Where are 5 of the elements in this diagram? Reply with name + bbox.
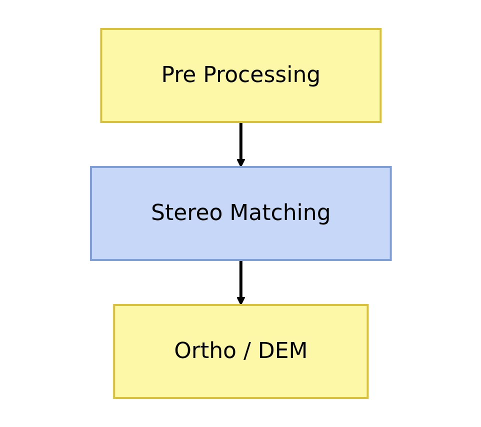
node-box: Ortho / DEM [112, 304, 368, 399]
node-box: Pre Processing [100, 28, 382, 123]
arrow [236, 260, 245, 306]
arrow [236, 122, 245, 168]
node-box: Stereo Matching [90, 166, 392, 261]
